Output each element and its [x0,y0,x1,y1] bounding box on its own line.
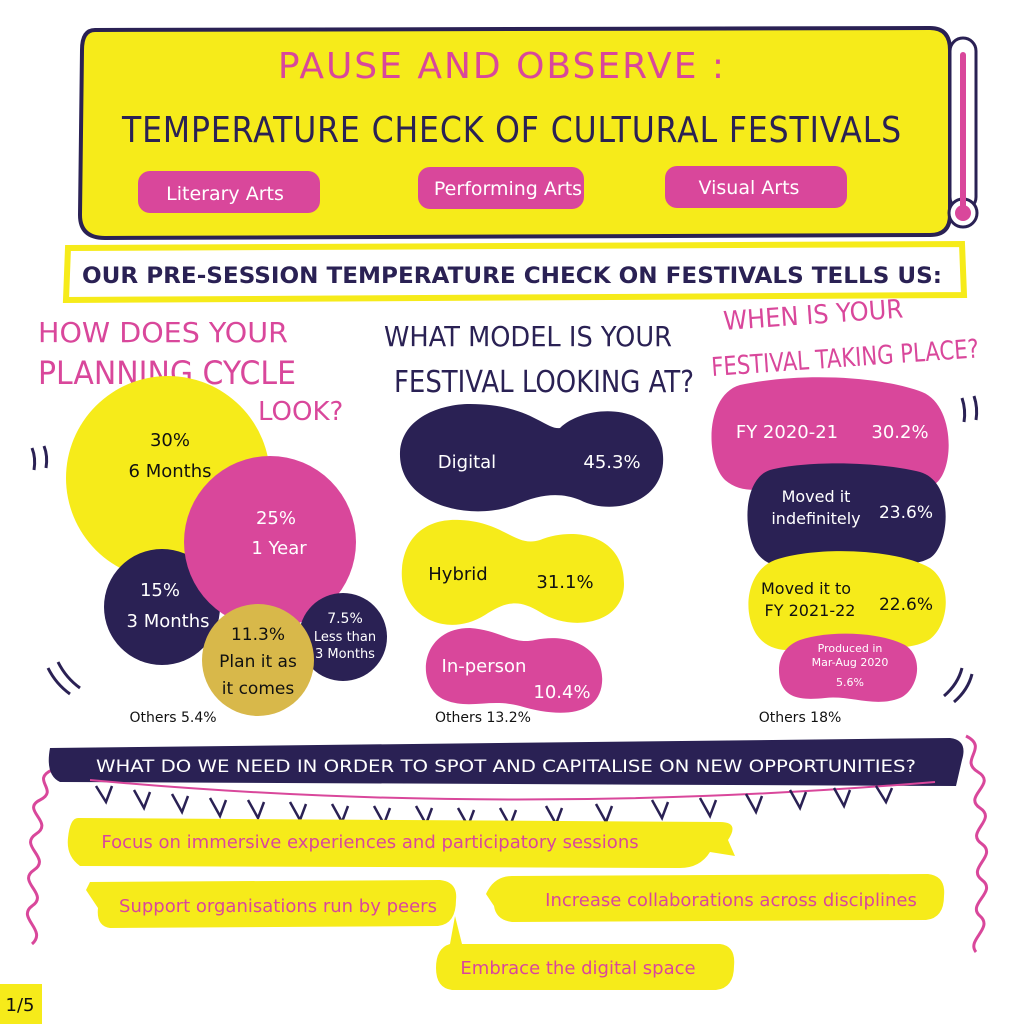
moved-indef-label-line1: Moved it [782,487,851,506]
bubble-less-than-3-months [299,593,387,681]
plan-it-label-line1: Plan it as [219,652,297,672]
produced-label-line2: Mar-Aug 2020 [812,656,889,669]
moved-fy22-label-line2: FY 2021-22 [765,601,856,620]
bubble-1-year [184,456,356,628]
planning-question-line3: LOOK? [258,397,343,427]
fy2021-label: FY 2020-21 [736,422,838,443]
inperson-label: In-person [442,656,527,677]
header-title-line1: PAUSE AND OBSERVE : [278,46,726,87]
less-than-pct: 7.5% [327,611,363,627]
page-indicator-label: 1/5 [6,995,35,1016]
inperson-pct: 10.4% [533,682,590,703]
hybrid-label: Hybrid [428,564,487,585]
need-bubble-digital [436,916,735,990]
needs-question-banner [48,738,964,786]
bunting-line [89,779,936,801]
thermometer-icon [947,36,979,229]
subtitle-bar: OUR PRE-SESSION TEMPERATURE CHECK ON FES… [62,240,968,304]
blob-moved-fy22 [748,551,946,651]
one-year-pct: 25% [256,508,296,529]
blob-produced [778,633,918,702]
header-banner: PAUSE AND OBSERVE : TEMPERATURE CHECK OF… [77,25,979,241]
need-immersive: Focus on immersive experiences and parti… [101,832,638,853]
tag-literary-arts-label: Literary Arts [166,183,284,205]
model-question-line1: WHAT MODEL IS YOUR [384,320,672,353]
need-digital: Embrace the digital space [460,958,695,979]
less-than-label-line2: 3 Months [315,647,375,662]
moved-fy22-label-line1: Moved it to [761,579,851,598]
model-section: WHAT MODEL IS YOUR FESTIVAL LOOKING AT? … [384,320,694,726]
streamer-right [965,734,989,953]
tag-performing-arts: Performing Arts [418,167,584,209]
model-question-line2: FESTIVAL LOOKING AT? [394,365,694,400]
need-bubble-immersive [67,818,735,868]
decor-strokes-left [30,445,81,696]
tag-visual-arts-label: Visual Arts [699,177,800,199]
tag-visual-arts: Visual Arts [665,166,847,208]
one-year-label: 1 Year [251,538,307,559]
blob-fy2021 [711,377,949,490]
digital-label: Digital [438,452,496,473]
bubble-3-months [104,549,220,665]
planning-section: HOW DOES YOUR PLANNING CYCLE LOOK? 30% 6… [30,316,387,726]
need-bubble-collab [486,874,945,922]
header-title-line2: TEMPERATURE CHECK OF CULTURAL FESTIVALS [121,110,902,151]
three-months-pct: 15% [140,580,180,601]
moved-indef-pct: 23.6% [879,503,933,523]
fy2021-pct: 30.2% [871,422,928,443]
produced-pct: 5.6% [836,676,864,689]
timing-question-line1: WHEN IS YOUR [722,294,904,336]
bubble-plan-it [202,604,314,716]
subtitle-text: OUR PRE-SESSION TEMPERATURE CHECK ON FES… [82,264,942,289]
needs-section: WHAT DO WE NEED IN ORDER TO SPOT AND CAP… [25,734,989,990]
timing-question-line2: FESTIVAL TAKING PLACE? [710,334,979,383]
digital-pct: 45.3% [583,452,640,473]
model-others: Others 13.2% [435,710,531,726]
produced-label-line1: Produced in [818,642,883,655]
plan-it-pct: 11.3% [231,625,285,645]
tag-literary-arts: Literary Arts [138,171,320,213]
page-indicator: 1/5 [0,984,42,1024]
need-bubble-peers [86,880,457,928]
need-collab: Increase collaborations across disciplin… [545,890,917,911]
blob-moved-indefinitely [747,463,946,567]
decor-strokes-right [943,395,979,704]
three-months-label: 3 Months [127,611,210,632]
six-months-label: 6 Months [129,461,212,482]
planning-question-line1: HOW DOES YOUR [38,316,288,349]
plan-it-label-line2: it comes [222,679,295,699]
six-months-pct: 30% [150,430,190,451]
planning-others: Others 5.4% [129,710,216,726]
bunting-flags [94,785,894,829]
blob-digital [399,404,664,512]
needs-question: WHAT DO WE NEED IN ORDER TO SPOT AND CAP… [96,757,916,777]
need-peers: Support organisations run by peers [119,896,437,917]
streamer-left [25,768,53,946]
blob-inperson [425,628,603,713]
timing-others: Others 18% [759,710,842,726]
timing-section: WHEN IS YOUR FESTIVAL TAKING PLACE? FY 2… [710,294,979,726]
hybrid-pct: 31.1% [536,572,593,593]
less-than-label-line1: Less than [314,630,376,645]
moved-fy22-pct: 22.6% [879,595,933,615]
moved-indef-label-line2: indefinitely [771,509,860,528]
tag-performing-arts-label: Performing Arts [434,178,582,200]
blob-hybrid [401,519,625,625]
